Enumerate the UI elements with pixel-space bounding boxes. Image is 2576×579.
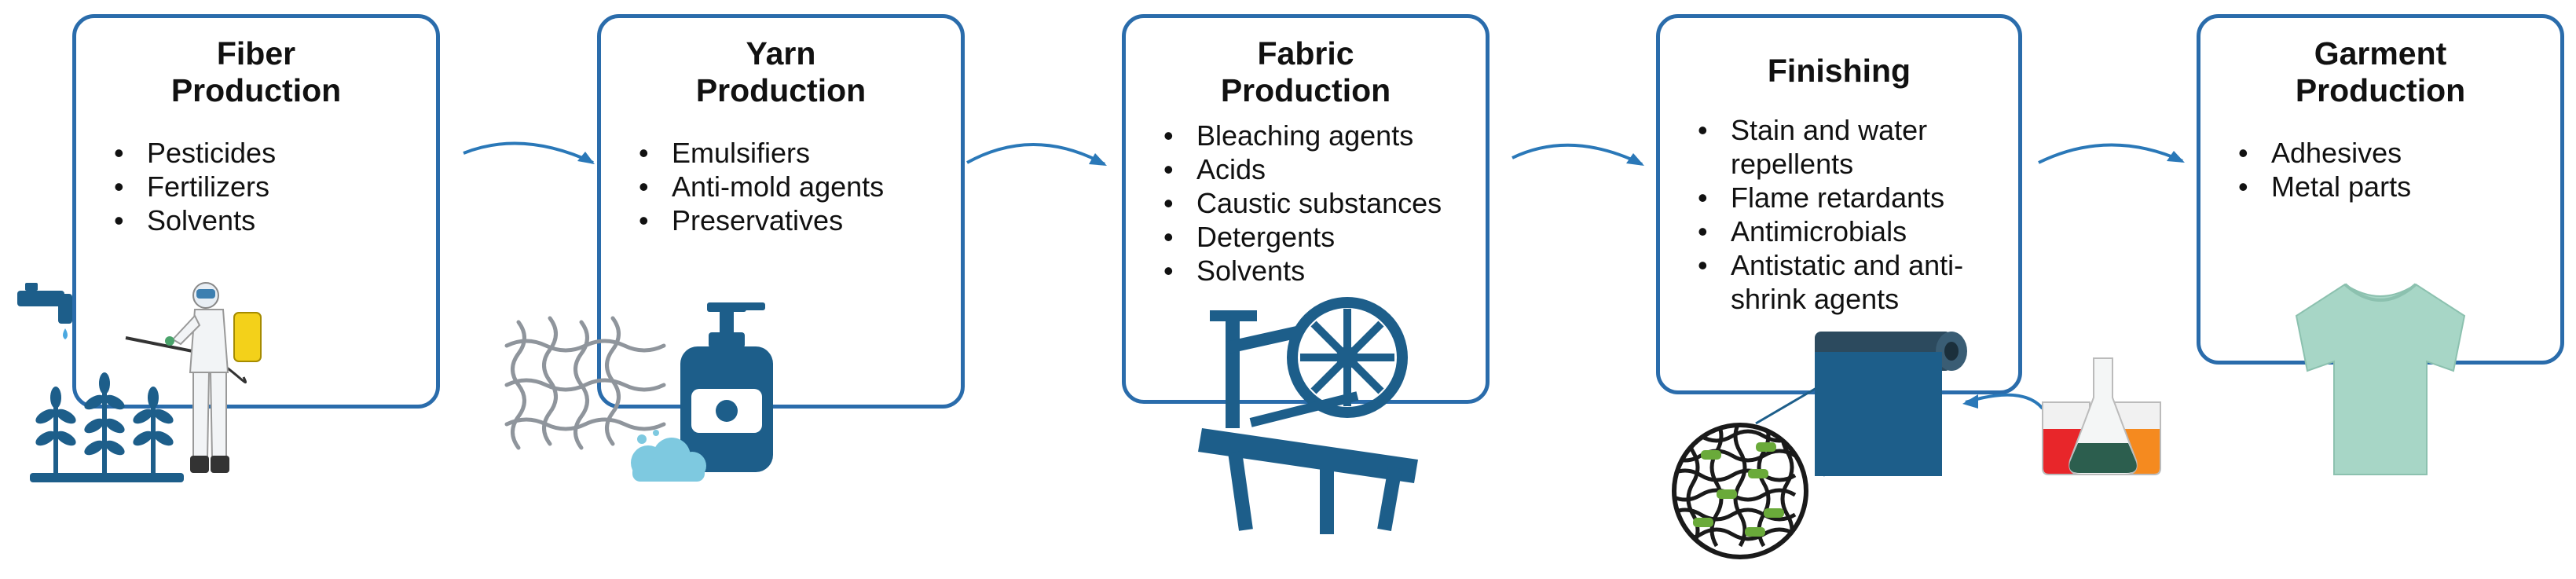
stage-title-line1: Fiber — [216, 35, 296, 71]
stage-fabric-production: Fabric Production Bleaching agents Acids… — [1122, 14, 1490, 404]
chemical-flasks-icon — [1962, 357, 2161, 475]
chemical-item: Fertilizers — [114, 170, 405, 203]
plant-sprouts-icon — [30, 372, 184, 482]
chemical-item: Bleaching agents — [1163, 119, 1454, 152]
stage-title: Yarn Production — [617, 35, 945, 109]
stage-title-line1: Garment — [2314, 35, 2447, 71]
stage-title-line1: Finishing — [1767, 53, 1911, 89]
chemical-list: Adhesives Metal parts — [2238, 136, 2529, 203]
chemical-list: Pesticides Fertilizers Solvents — [114, 136, 405, 237]
stage-title: Fabric Production — [1141, 35, 1470, 109]
chemical-item: Stain and water repellents — [1698, 113, 1987, 181]
stage-title: Finishing — [1676, 53, 2003, 90]
stage-title: Garment Production — [2216, 35, 2545, 109]
chemical-item: Acids — [1163, 152, 1454, 186]
chemical-item: Pesticides — [114, 136, 405, 170]
flow-arrow-1 — [463, 141, 595, 164]
chemical-item: Solvents — [1163, 254, 1454, 288]
spinning-wheel-icon — [1198, 297, 1418, 534]
flow-arrow-3 — [1512, 143, 1644, 166]
stage-finishing: Finishing Stain and water repellents Fla… — [1656, 14, 2022, 394]
stage-title-line1: Yarn — [746, 35, 816, 71]
stage-title: Fiber Production — [92, 35, 420, 109]
chemical-item: Anti-mold agents — [639, 170, 929, 203]
chemical-item: Detergents — [1163, 220, 1454, 254]
stage-title-line2: Production — [170, 72, 342, 108]
chemical-item: Solvents — [114, 203, 405, 237]
chemical-item: Antimicrobials — [1698, 214, 1987, 248]
chemical-item: Preservatives — [639, 203, 929, 237]
t-shirt-icon — [2295, 283, 2466, 475]
stage-title-line2: Production — [695, 72, 867, 108]
woven-fabric-magnifier-icon — [1672, 362, 1906, 559]
chemical-list: Bleaching agents Acids Caustic substance… — [1163, 119, 1454, 288]
flow-arrow-2 — [966, 143, 1107, 166]
stage-title-line1: Fabric — [1257, 35, 1354, 71]
pesticide-sprayer-worker-icon — [125, 282, 262, 473]
chemical-item: Flame retardants — [1698, 181, 1987, 214]
chemical-list: Emulsifiers Anti-mold agents Preservativ… — [639, 136, 929, 237]
fabric-roll-icon — [1815, 332, 1967, 476]
chemical-item: Adhesives — [2238, 136, 2529, 170]
stage-title-line2: Production — [2295, 72, 2466, 108]
water-tap-icon — [17, 283, 72, 339]
stage-title-line2: Production — [1220, 72, 1391, 108]
chemical-list: Stain and water repellents Flame retarda… — [1698, 113, 1987, 316]
chemical-item: Emulsifiers — [639, 136, 929, 170]
fiber-strands-icon — [504, 316, 666, 450]
flow-arrow-4 — [2038, 143, 2185, 164]
chemical-item: Metal parts — [2238, 170, 2529, 203]
lotion-pump-bottle-icon — [680, 302, 773, 472]
foam-icon — [631, 430, 706, 482]
stage-yarn-production: Yarn Production Emulsifiers Anti-mold ag… — [597, 14, 965, 409]
chemical-item: Caustic substances — [1163, 186, 1454, 220]
chemical-item: Antistatic and anti-shrink agents — [1698, 248, 1987, 316]
